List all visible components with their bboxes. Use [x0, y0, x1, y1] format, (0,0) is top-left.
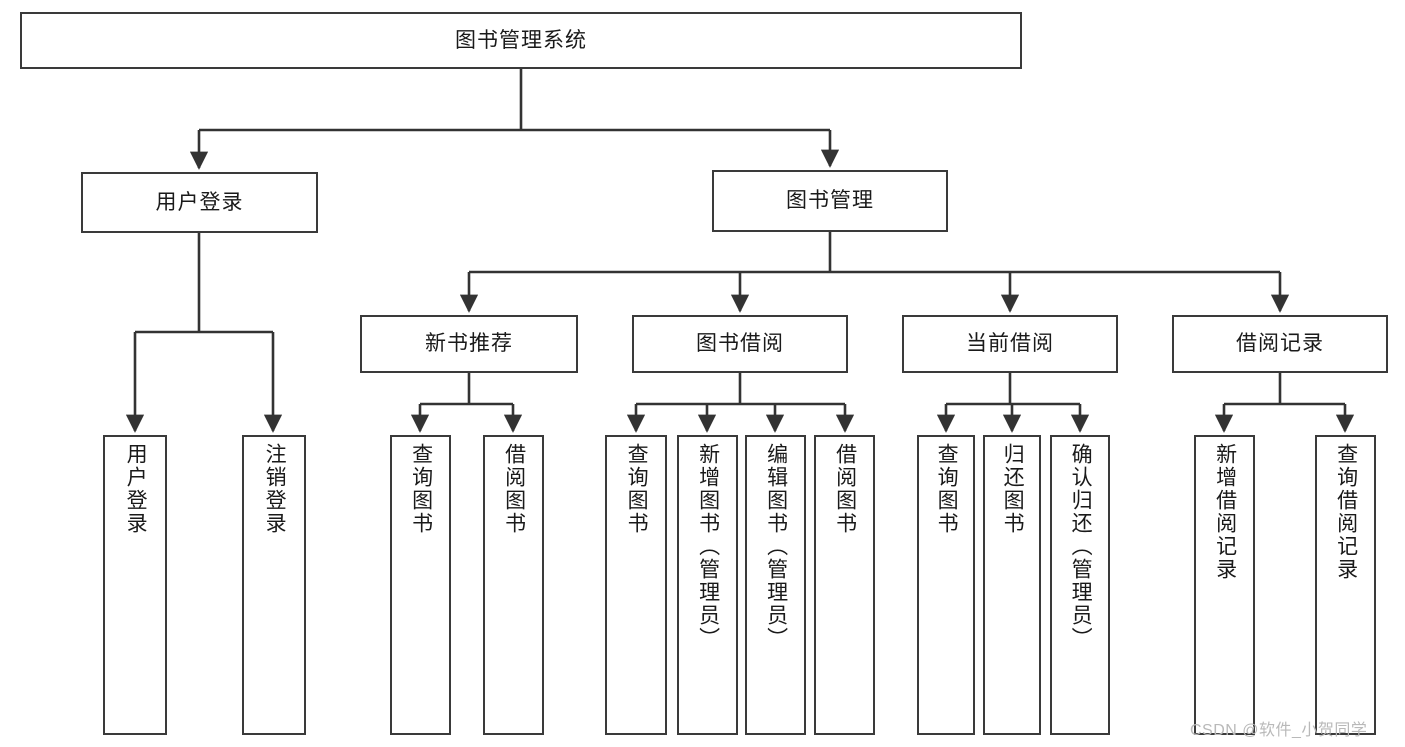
- node-borrow-book-2-label: 借阅图书: [833, 443, 857, 535]
- node-add-book[interactable]: 新增图书（管理员）: [677, 435, 738, 735]
- node-query-borrow-record-label: 查询借阅记录: [1334, 443, 1358, 581]
- node-query-book-3[interactable]: 查询图书: [917, 435, 975, 735]
- node-book-borrow-label: 图书借阅: [696, 332, 784, 356]
- node-root-label: 图书管理系统: [455, 28, 587, 52]
- node-book-borrow[interactable]: 图书借阅: [632, 315, 848, 373]
- node-borrow-book-1[interactable]: 借阅图书: [483, 435, 544, 735]
- node-root[interactable]: 图书管理系统: [20, 12, 1022, 69]
- node-user-login[interactable]: 用户登录: [81, 172, 318, 233]
- node-user-logout[interactable]: 注销登录: [242, 435, 306, 735]
- node-add-book-label: 新增图书（管理员）: [696, 443, 720, 650]
- node-borrow-record[interactable]: 借阅记录: [1172, 315, 1388, 373]
- node-user-login-do-label: 用户登录: [124, 443, 148, 535]
- node-edit-book-label: 编辑图书（管理员）: [764, 443, 788, 650]
- node-confirm-return-label: 确认归还（管理员）: [1069, 443, 1093, 650]
- node-borrow-book-2[interactable]: 借阅图书: [814, 435, 875, 735]
- node-return-book[interactable]: 归还图书: [983, 435, 1041, 735]
- node-book-manage-label: 图书管理: [786, 189, 874, 213]
- node-user-login-label: 用户登录: [155, 190, 244, 214]
- node-new-book-recommend[interactable]: 新书推荐: [360, 315, 578, 373]
- node-query-borrow-record[interactable]: 查询借阅记录: [1315, 435, 1376, 735]
- csdn-watermark: CSDN @软件_小贺同学: [1190, 722, 1368, 739]
- node-current-borrow-label: 当前借阅: [966, 332, 1054, 356]
- node-confirm-return[interactable]: 确认归还（管理员）: [1050, 435, 1110, 735]
- node-current-borrow[interactable]: 当前借阅: [902, 315, 1118, 373]
- node-user-logout-label: 注销登录: [263, 443, 287, 535]
- node-edit-book[interactable]: 编辑图书（管理员）: [745, 435, 806, 735]
- node-query-book-2[interactable]: 查询图书: [605, 435, 667, 735]
- node-query-book-1[interactable]: 查询图书: [390, 435, 451, 735]
- node-user-login-do[interactable]: 用户登录: [103, 435, 167, 735]
- node-borrow-record-label: 借阅记录: [1236, 332, 1324, 356]
- node-new-book-recommend-label: 新书推荐: [425, 332, 513, 356]
- node-add-borrow-record-label: 新增借阅记录: [1213, 443, 1237, 581]
- node-borrow-book-1-label: 借阅图书: [502, 443, 526, 535]
- node-query-book-2-label: 查询图书: [625, 443, 649, 535]
- node-add-borrow-record[interactable]: 新增借阅记录: [1194, 435, 1255, 735]
- node-query-book-3-label: 查询图书: [935, 443, 959, 535]
- node-query-book-1-label: 查询图书: [409, 443, 433, 535]
- node-book-manage[interactable]: 图书管理: [712, 170, 948, 232]
- node-return-book-label: 归还图书: [1001, 443, 1025, 535]
